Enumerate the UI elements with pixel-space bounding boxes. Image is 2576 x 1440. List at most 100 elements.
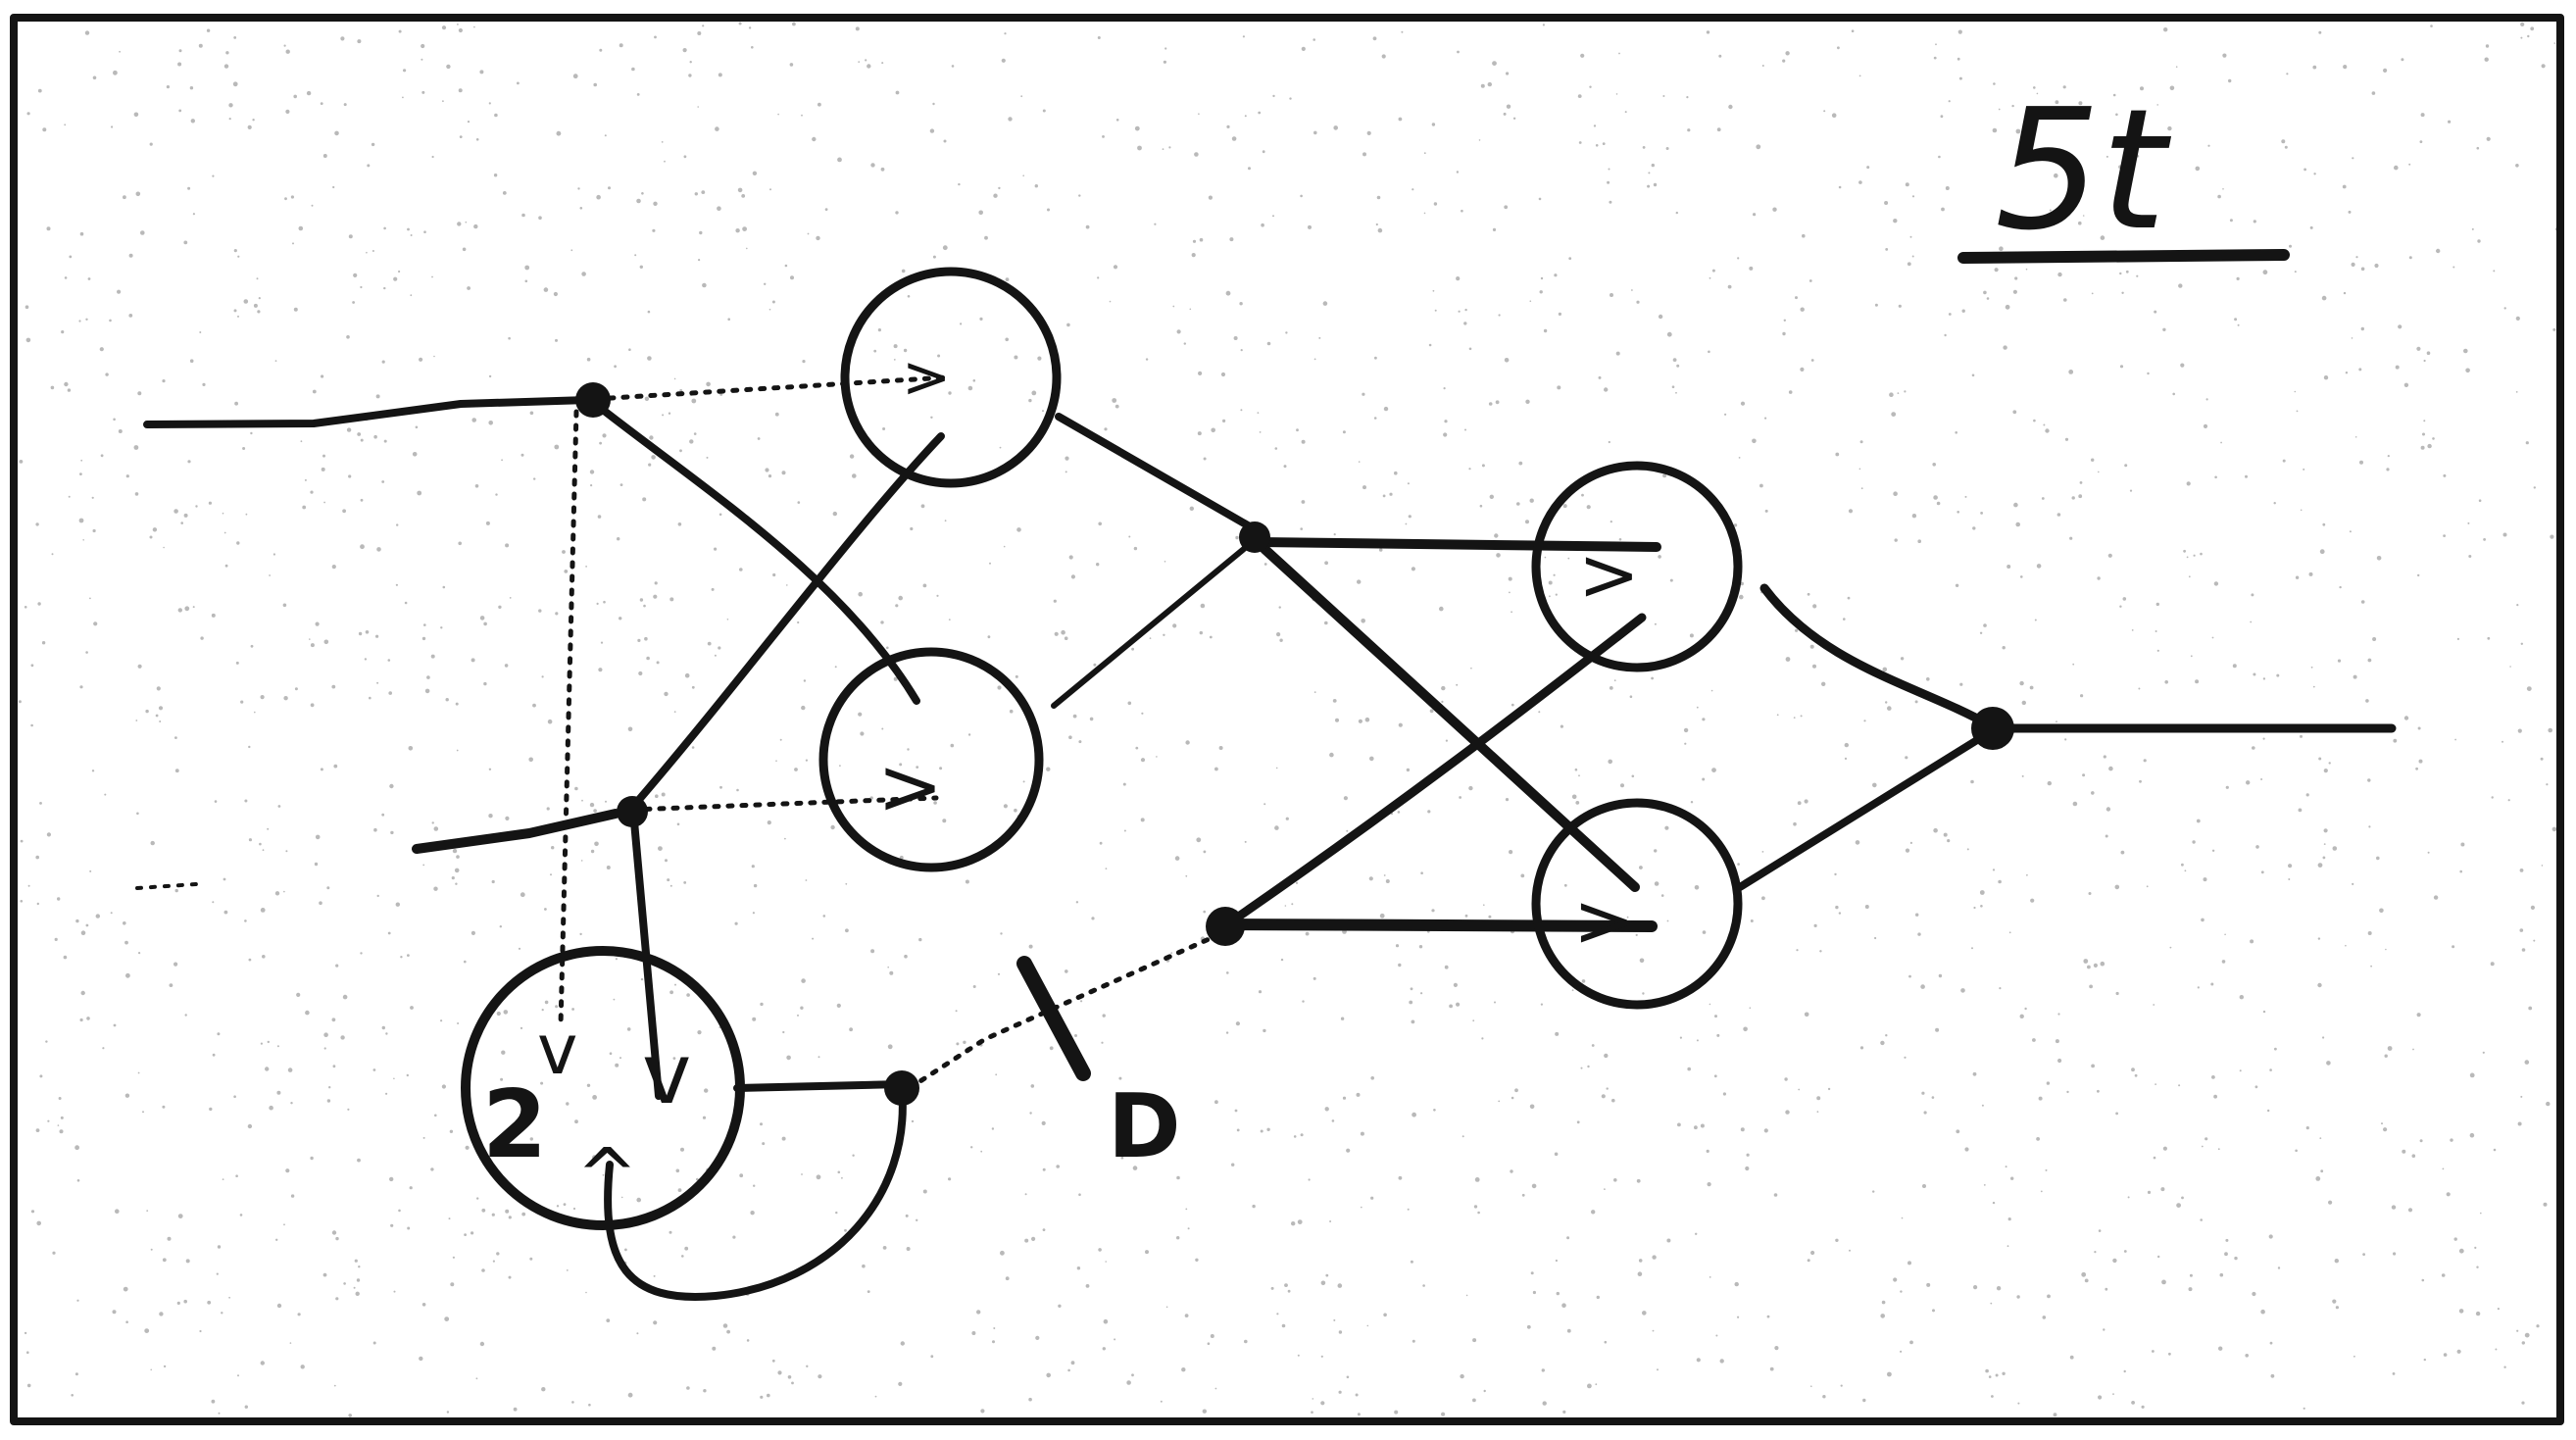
paper-speck [889, 970, 894, 975]
paper-speck [1236, 1128, 1240, 1132]
paper-speck [712, 1346, 717, 1351]
paper-speck [1114, 1338, 1116, 1341]
paper-speck [2339, 585, 2342, 589]
paper-speck [383, 226, 386, 230]
paper-speck [999, 446, 1002, 449]
paper-speck [1453, 982, 1458, 988]
paper-speck [613, 998, 616, 1001]
paper-speck [410, 234, 413, 236]
paper-speck [476, 1197, 479, 1200]
paper-speck [929, 128, 935, 133]
paper-speck [2520, 36, 2523, 39]
paper-speck [1996, 1286, 2002, 1291]
paper-speck [1283, 465, 1287, 469]
paper-speck [1548, 580, 1553, 585]
paper-speck [1297, 1219, 1303, 1224]
paper-speck [2172, 392, 2175, 396]
paper-speck [1385, 879, 1390, 883]
paper-speck [1126, 1380, 1131, 1385]
paper-speck [849, 1027, 853, 1032]
paper-speck [2552, 327, 2556, 331]
paper-speck [835, 1211, 838, 1215]
paper-speck [2367, 931, 2372, 935]
paper-speck [647, 310, 651, 314]
paper-speck [1549, 595, 1551, 598]
paper-speck [390, 830, 394, 835]
paper-speck [2120, 850, 2125, 855]
paper-speck [1863, 720, 1866, 722]
paper-speck [1837, 46, 1840, 50]
paper-speck [2217, 194, 2221, 199]
paper-speck [849, 454, 855, 459]
paper-speck [1654, 849, 1658, 853]
paper-speck [984, 235, 988, 240]
paper-speck [1098, 521, 1102, 526]
paper-speck [421, 636, 426, 641]
paper-speck [1944, 333, 1947, 337]
paper-speck [41, 641, 46, 645]
paper-speck [2482, 1051, 2485, 1054]
paper-speck [509, 597, 512, 599]
paper-speck [588, 1403, 591, 1407]
edge-junction2-to-neuron1 [633, 432, 945, 806]
paper-speck [2033, 419, 2036, 422]
paper-speck [2184, 869, 2187, 872]
paper-speck [2180, 363, 2185, 368]
paper-speck [1891, 412, 1897, 417]
paper-speck [1483, 904, 1485, 906]
paper-speck [365, 630, 370, 634]
paper-speck [1980, 512, 1983, 515]
paper-speck [1994, 268, 1999, 273]
paper-speck [1210, 1334, 1214, 1338]
paper-speck [1618, 52, 1620, 55]
paper-speck [456, 855, 460, 859]
paper-speck [315, 621, 320, 626]
paper-speck [1672, 358, 1677, 362]
paper-speck [199, 1329, 202, 1333]
paper-speck [2183, 549, 2187, 553]
paper-speck [2205, 398, 2208, 401]
paper-speck [248, 838, 252, 842]
paper-speck [562, 550, 566, 554]
paper-speck [951, 65, 955, 68]
paper-speck [1362, 392, 1365, 396]
paper-speck [1431, 123, 1436, 126]
paper-speck [586, 357, 591, 362]
paper-speck [1788, 390, 1793, 394]
paper-speck [2083, 959, 2089, 964]
paper-speck [746, 247, 748, 250]
paper-speck [173, 962, 178, 967]
paper-speck [642, 497, 647, 502]
paper-speck [646, 656, 650, 661]
paper-speck [648, 463, 652, 467]
paper-speck [1591, 1044, 1595, 1047]
paper-speck [2091, 1064, 2096, 1068]
paper-speck [1864, 905, 1869, 909]
paper-speck [2032, 1038, 2036, 1042]
paper-speck [547, 719, 553, 724]
paper-speck [1887, 706, 1892, 711]
paper-speck [882, 427, 886, 430]
paper-speck [2239, 995, 2244, 1000]
junction-node-2 [617, 796, 648, 827]
paper-speck [1848, 509, 1854, 514]
paper-speck [1488, 402, 1493, 406]
paper-speck [2319, 1137, 2322, 1139]
paper-speck [76, 1179, 80, 1182]
paper-speck [508, 1275, 512, 1279]
paper-speck [1783, 319, 1787, 322]
paper-speck [1301, 439, 1306, 444]
paper-speck [2124, 464, 2128, 468]
paper-speck [791, 1381, 794, 1385]
paper-speck [1014, 355, 1018, 360]
paper-speck [1474, 1177, 1480, 1182]
paper-speck [2002, 1371, 2006, 1376]
paper-speck [2354, 436, 2357, 438]
paper-speck [1983, 1184, 1986, 1186]
paper-speck [752, 1017, 757, 1021]
paper-speck [2139, 779, 2142, 783]
paper-speck [1947, 839, 1951, 843]
paper-speck [2025, 268, 2028, 271]
paper-speck [1266, 341, 1271, 346]
neuron-2: > [818, 647, 1044, 872]
